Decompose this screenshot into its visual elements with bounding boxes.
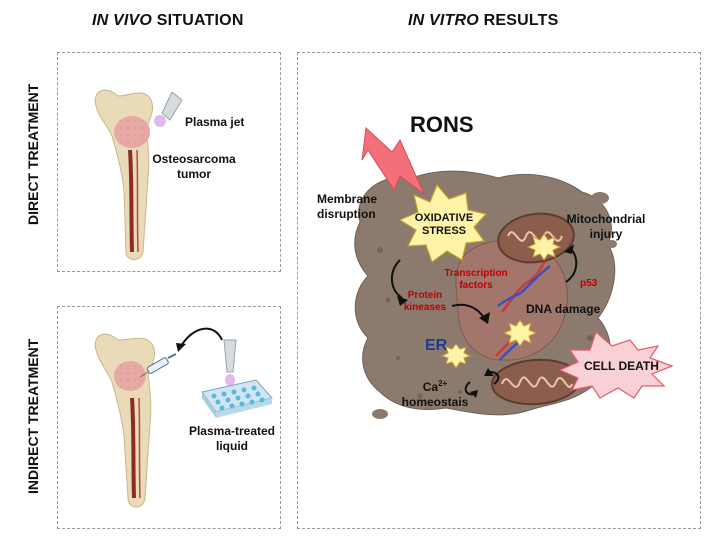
calcium-homeostasis-label: Ca2+ homeostais [394, 376, 476, 410]
oxidative-line2: STRESS [421, 225, 466, 237]
mito-line1: Mitochondrial [566, 212, 646, 226]
heading-in-vivo-em: IN VIVO [92, 12, 153, 29]
transfer-arrow [179, 327, 223, 349]
in-vitro-results-panel [297, 52, 701, 529]
transcription-line2: factors [459, 280, 493, 291]
well-plate-icon [201, 379, 273, 418]
protein-line2: kineases [403, 302, 447, 313]
oxidative-stress-burst [398, 183, 488, 263]
membrane-disruption-label: Membrane disruption [317, 192, 377, 222]
mito-line2: injury [589, 227, 623, 241]
direct-treatment-panel [57, 52, 281, 272]
heading-in-vitro-rest: RESULTS [478, 12, 559, 29]
mitochondrial-injury-label: Mitochondrial injury [558, 212, 654, 242]
plasma-jet-label: Plasma jet [185, 115, 245, 129]
protein-line1: Protein [407, 290, 443, 301]
er-label: ER [425, 337, 448, 354]
membrane-line1: Membrane [317, 192, 378, 206]
tumor-label-line1: Osteosarcoma [152, 152, 236, 166]
liquid-label-line2: liquid [216, 439, 248, 453]
femur-bone-direct [94, 89, 153, 260]
damage-burst-er [440, 343, 472, 369]
ca-text: Ca [422, 380, 439, 394]
femur-bone-indirect [94, 333, 155, 508]
indirect-treatment-panel [57, 306, 281, 529]
heading-in-vitro: IN VITRO RESULTS [408, 12, 558, 30]
cell-death-burst [558, 330, 674, 399]
oxidative-stress-label: OXIDATIVE STRESS [406, 212, 482, 238]
liquid-label-line1: Plasma-treated [188, 424, 276, 438]
homeostasis-text: homeostais [401, 395, 469, 409]
calcium-line1: Ca2+ [394, 376, 476, 395]
ca-superscript: 2+ [438, 379, 448, 388]
rons-label: RONS [410, 112, 474, 137]
heading-in-vivo-rest: SITUATION [152, 12, 244, 29]
osteosarcoma-tumor-label: Osteosarcoma tumor [148, 152, 240, 182]
oxidative-line1: OXIDATIVE [414, 212, 474, 224]
damage-burst-mito [526, 233, 562, 261]
vesicle [591, 192, 609, 204]
heading-in-vivo: IN VIVO SITUATION [92, 12, 244, 30]
plasma-treated-liquid-label: Plasma-treated liquid [182, 424, 282, 454]
p53-label: p53 [580, 278, 598, 289]
protein-kinases-label: Protein kineases [398, 290, 452, 314]
dna-damage-label: DNA damage [526, 302, 601, 316]
rons-lightning-icon [361, 126, 426, 196]
transcription-factors-label: Transcription factors [436, 268, 516, 292]
heading-in-vitro-em: IN VITRO [408, 12, 479, 29]
membrane-line2: disruption [317, 207, 376, 221]
tumor-label-line2: tumor [177, 167, 211, 181]
syringe-icon [139, 353, 177, 378]
plasma-jet-device-indirect [223, 339, 237, 386]
cell-death-label: CELL DEATH [584, 359, 659, 373]
plasma-jet-device-direct [154, 91, 183, 127]
damage-burst-dna [502, 319, 538, 347]
transcription-line1: Transcription [444, 268, 508, 279]
